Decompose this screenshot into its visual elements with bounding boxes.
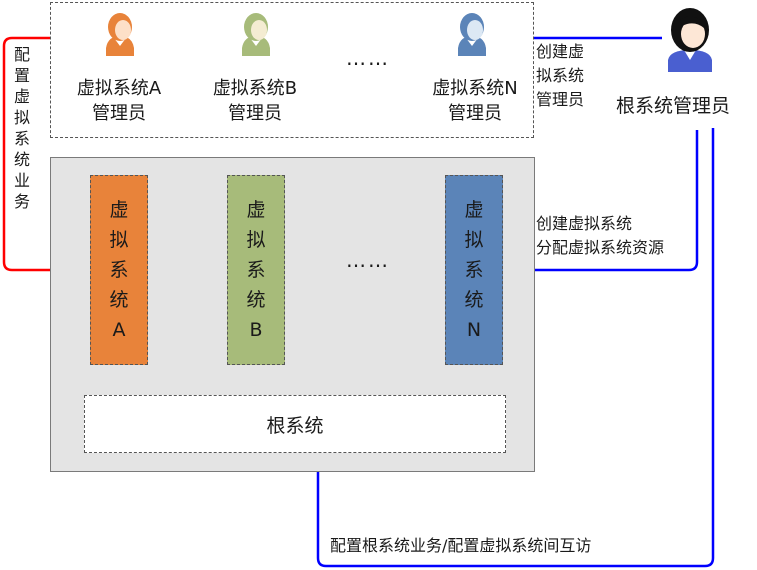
- annotation-config-business-char8: 务: [13, 192, 30, 211]
- annotation-config-business-char4: 拟: [13, 108, 30, 127]
- vsys-n-char4: 统: [464, 289, 484, 311]
- virtual-system-b: 虚 拟 系 统 B: [227, 175, 285, 365]
- vsys-b-char4: 统: [246, 289, 266, 311]
- red-arrow-config-business: [2, 36, 63, 275]
- annotation-create-system: 创建虚拟系统 分配虚拟系统资源: [536, 212, 664, 260]
- root-system: 根系统: [84, 395, 506, 453]
- admin-n-person-icon: [458, 13, 486, 56]
- admin-a-label-line2: 管理员: [92, 103, 146, 124]
- annotation-config-business: 配 置 虚 拟 系 统 业 务: [12, 44, 32, 212]
- blue-arrow-config-root: [313, 128, 715, 568]
- root-admin-label: 根系统管理员: [616, 95, 731, 117]
- vsys-n-char1: 虚: [464, 199, 484, 221]
- annotation-config-business-char5: 系: [13, 129, 30, 148]
- annotation-config-business-char7: 业: [13, 171, 30, 190]
- annotation-create-admin-line1: 创建虚: [536, 42, 585, 61]
- vsys-b-char1: 虚: [246, 199, 266, 221]
- vsys-b-char3: 系: [246, 259, 266, 281]
- admin-a-label: 虚拟系统A 管理员: [54, 76, 184, 126]
- admin-a-person-icon: [106, 13, 134, 56]
- blue-arrow-create-system: [516, 130, 699, 275]
- vsys-a-char1: 虚: [109, 199, 129, 221]
- systems-ellipsis: ……: [346, 248, 390, 272]
- admin-b-label: 虚拟系统B 管理员: [190, 76, 320, 126]
- admin-b-person-icon: [242, 13, 270, 56]
- admin-n-label: 虚拟系统N 管理员: [410, 76, 540, 126]
- admin-a-label-line1: 虚拟系统A: [76, 78, 162, 99]
- admin-n-label-line2: 管理员: [448, 103, 502, 124]
- root-system-label: 根系统: [266, 414, 324, 437]
- annotation-create-system-line1: 创建虚拟系统: [536, 214, 633, 233]
- admin-b-label-line2: 管理员: [228, 103, 282, 124]
- annotation-create-admin: 创建虚 拟系统 管理员: [536, 40, 584, 112]
- admin-n-label-line1: 虚拟系统N: [432, 78, 518, 99]
- vsys-n-char3: 系: [464, 259, 484, 281]
- annotation-config-business-char3: 虚: [13, 87, 30, 106]
- vsys-a-char3: 系: [109, 259, 129, 281]
- annotation-bottom: 配置根系统业务/配置虚拟系统间互访: [330, 536, 592, 555]
- annotation-create-system-line2: 分配虚拟系统资源: [536, 238, 665, 257]
- vsys-b-char2: 拟: [246, 229, 266, 251]
- admin-b-label-line1: 虚拟系统B: [212, 78, 298, 99]
- virtual-system-a: 虚 拟 系 统 A: [90, 175, 148, 365]
- annotation-create-admin-line3: 管理员: [536, 90, 585, 109]
- vsys-a-char5: A: [112, 319, 126, 341]
- vsys-n-char2: 拟: [464, 229, 484, 251]
- vsys-n-char5: N: [466, 319, 482, 341]
- root-admin-person-icon: [668, 8, 712, 72]
- vsys-a-char2: 拟: [109, 229, 129, 251]
- admins-ellipsis: ……: [346, 46, 390, 70]
- vsys-b-char5: B: [249, 319, 263, 341]
- annotation-config-business-char6: 统: [13, 150, 30, 169]
- annotation-config-business-char1: 配: [13, 45, 30, 64]
- annotation-config-business-char2: 置: [13, 66, 30, 85]
- annotation-create-admin-line2: 拟系统: [536, 66, 585, 85]
- vsys-a-char4: 统: [109, 289, 129, 311]
- virtual-system-n: 虚 拟 系 统 N: [445, 175, 503, 365]
